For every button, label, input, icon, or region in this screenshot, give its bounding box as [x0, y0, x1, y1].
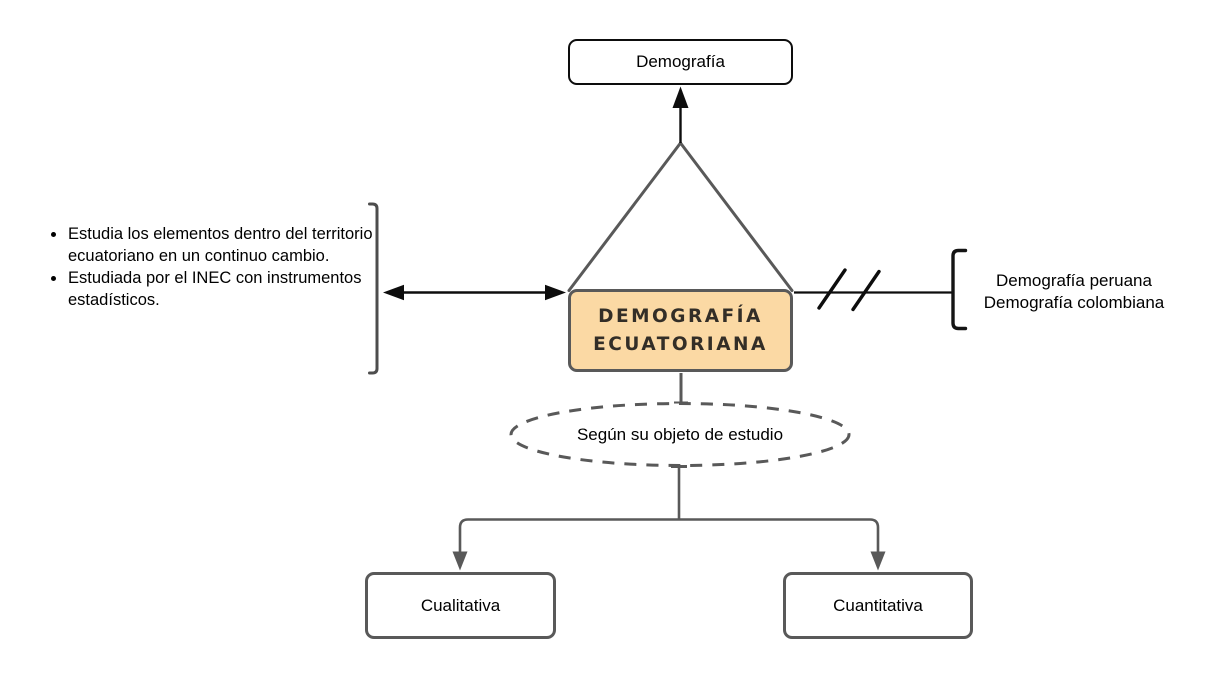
- double-headed-arrow-left-head: [383, 284, 404, 301]
- node-criterion-label: Según su objeto de estudio: [576, 424, 784, 444]
- break-slash-1: [817, 268, 847, 310]
- branch-arrowhead-right: [870, 551, 886, 571]
- node-criterion: Según su objeto de estudio: [511, 404, 849, 465]
- right-note-line: Demografía peruana: [996, 271, 1152, 290]
- node-demografia: Demografía: [568, 39, 793, 85]
- right-notes: Demografía peruana Demografía colombiana: [956, 270, 1192, 314]
- branch-arrowhead-left: [452, 551, 468, 571]
- node-cualitativa: Cualitativa: [365, 572, 556, 639]
- left-bracket: [368, 202, 379, 375]
- node-demografia-ecuatoriana: DEMOGRAFÍA ECUATORIANA: [568, 289, 793, 372]
- left-notes-list: Estudia los elementos dentro del territo…: [52, 223, 374, 311]
- break-slash-2: [851, 269, 881, 312]
- right-bracket: [951, 248, 968, 331]
- node-demografia-ecuatoriana-label-line1: DEMOGRAFÍA: [598, 305, 763, 327]
- node-cualitativa-label: Cualitativa: [420, 595, 501, 615]
- arrow-to-root-arrowhead: [672, 86, 689, 108]
- left-note-bullet: Estudiada por el INEC con instrumentos e…: [67, 267, 374, 311]
- branch-connector: [458, 518, 880, 552]
- pyramid-triangle: [567, 141, 794, 292]
- node-demografia-label: Demografía: [636, 52, 725, 71]
- right-note-line: Demografía colombiana: [983, 293, 1165, 312]
- left-note-bullet: Estudia los elementos dentro del territo…: [67, 223, 374, 267]
- left-notes: Estudia los elementos dentro del territo…: [52, 223, 374, 311]
- node-cuantitativa-label: Cuantitativa: [833, 595, 923, 615]
- double-headed-arrow-right-head: [545, 284, 566, 301]
- node-cuantitativa: Cuantitativa: [783, 572, 973, 639]
- node-demografia-ecuatoriana-label-line2: ECUATORIANA: [593, 333, 768, 355]
